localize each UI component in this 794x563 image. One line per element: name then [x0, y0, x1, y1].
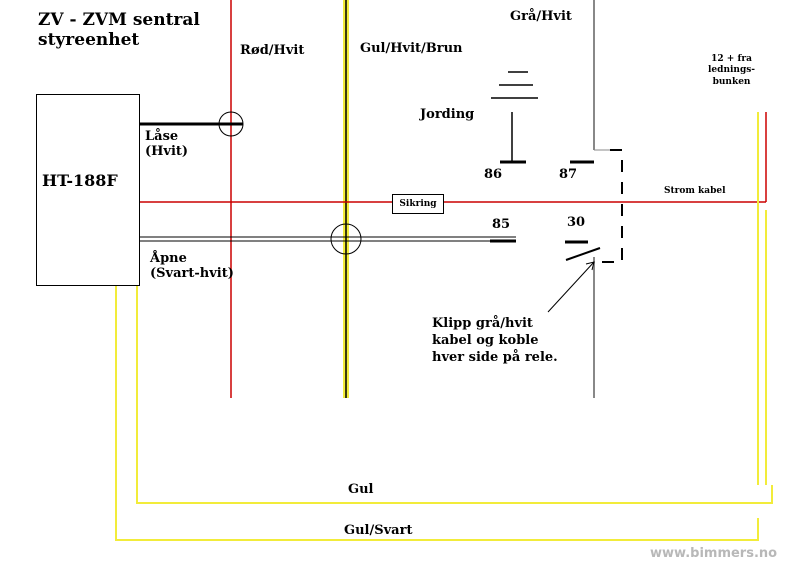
- note-line-2: kabel og koble: [432, 332, 539, 348]
- label-yellow-black: Gul/Svart: [344, 523, 413, 538]
- label-red-white: Rød/Hvit: [240, 43, 305, 58]
- pin-30-label: 30: [567, 215, 586, 230]
- note-arrow-line: [547, 261, 595, 313]
- label-yellow: Gul: [348, 482, 374, 497]
- label-ground: Jording: [420, 107, 475, 122]
- diagram-title: ZV - ZVM sentral styreenhet: [38, 10, 200, 51]
- yellow-black-wire: [115, 286, 759, 541]
- plus12-line-1: 12 + fra: [711, 54, 752, 64]
- fuse: Sikring: [392, 194, 444, 214]
- unlock-line-2: (Svart-hvit): [150, 265, 234, 281]
- unlock-line-1: Åpne: [150, 251, 187, 266]
- label-lock: Låse (Hvit): [145, 129, 189, 160]
- label-power-cable: Strom kabel: [664, 186, 726, 196]
- title-line-2: styreenhet: [38, 30, 140, 51]
- lock-junction: [218, 111, 244, 137]
- note-arrow-head: [585, 261, 595, 271]
- control-unit-box: [36, 94, 140, 286]
- plus12-line-2: lednings-: [708, 65, 756, 76]
- pin-87-label: 87: [559, 167, 578, 182]
- relay-dashed-outline: [600, 149, 623, 263]
- label-plus12: 12 + fra lednings- bunken: [708, 54, 755, 88]
- label-grey-white: Grå/Hvit: [510, 9, 572, 24]
- lock-line-1: Låse: [145, 129, 179, 144]
- label-yellow-white-brown: Gul/Hvit/Brun: [360, 41, 463, 56]
- title-line-1: ZV - ZVM sentral: [38, 10, 200, 30]
- plus12-line-3: bunken: [712, 76, 751, 87]
- label-unlock: Åpne (Svart-hvit): [150, 251, 234, 282]
- relay-switch: [565, 247, 601, 261]
- watermark: www.bimmers.no: [650, 546, 778, 561]
- note-line-1: Klipp grå/hvit: [432, 316, 533, 331]
- cut-wire-note: Klipp grå/hvit kabel og koble hver side …: [432, 316, 558, 367]
- pin-85-label: 85: [492, 217, 511, 232]
- lock-line-2: (Hvit): [145, 143, 189, 159]
- unlock-junction: [330, 223, 362, 255]
- pin-86-label: 86: [484, 167, 503, 182]
- yellow-wire: [136, 286, 773, 504]
- control-unit-name: HT-188F: [42, 171, 118, 190]
- note-line-3: hver side på rele.: [432, 349, 558, 365]
